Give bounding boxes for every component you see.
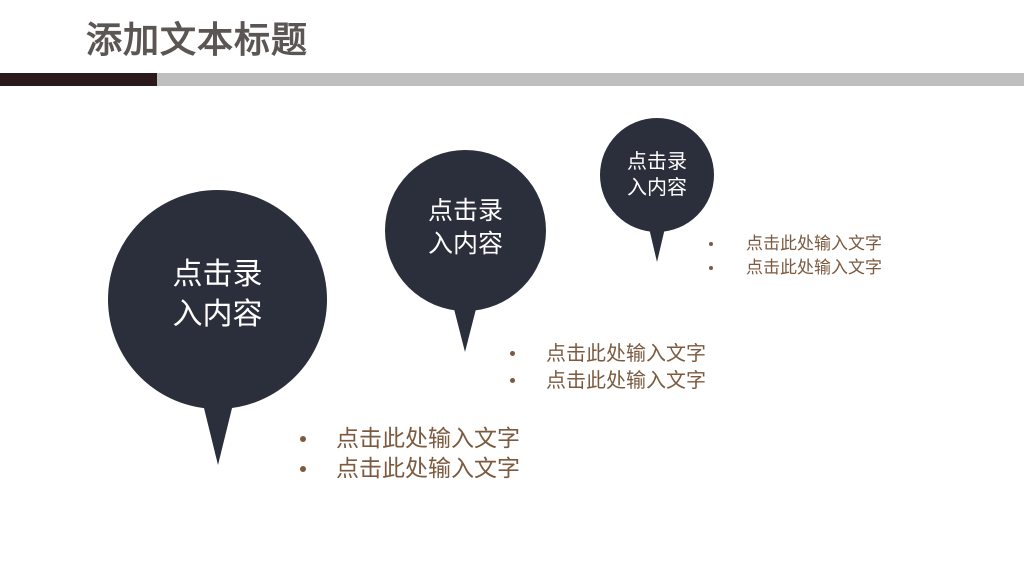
bubble-medium-circle: 点击录 入内容 bbox=[385, 150, 546, 311]
title-underline-bar bbox=[157, 73, 1024, 86]
list-item-text[interactable]: 点击此处输入文字 bbox=[746, 258, 882, 278]
bubble-medium-pointer bbox=[453, 305, 477, 352]
bubble-small-pointer bbox=[649, 228, 665, 262]
bullet-icon bbox=[300, 436, 306, 442]
list-item-text[interactable]: 点击此处输入文字 bbox=[336, 426, 520, 452]
bullet-icon bbox=[510, 351, 515, 356]
list-item-text[interactable]: 点击此处输入文字 bbox=[546, 341, 706, 365]
bullet-icon bbox=[709, 266, 713, 270]
list-item[interactable]: 点击此处输入文字 bbox=[708, 256, 882, 280]
bullet-list-large: 点击此处输入文字 点击此处输入文字 bbox=[298, 424, 520, 484]
bubble-small-circle: 点击录 入内容 bbox=[600, 118, 714, 232]
bubble-small-label[interactable]: 点击录 入内容 bbox=[627, 149, 687, 199]
bubble-large-pointer bbox=[202, 400, 234, 465]
list-item-text[interactable]: 点击此处输入文字 bbox=[746, 234, 882, 254]
list-item[interactable]: 点击此处输入文字 bbox=[298, 424, 520, 454]
bullet-list-small: 点击此处输入文字 点击此处输入文字 bbox=[708, 232, 882, 280]
bubble-large-label[interactable]: 点击录 入内容 bbox=[172, 256, 263, 332]
list-item-text[interactable]: 点击此处输入文字 bbox=[546, 368, 706, 392]
list-item[interactable]: 点击此处输入文字 bbox=[708, 232, 882, 256]
slide-title[interactable]: 添加文本标题 bbox=[86, 20, 309, 61]
list-item[interactable]: 点击此处输入文字 bbox=[509, 367, 706, 394]
bullet-icon bbox=[510, 378, 515, 383]
bubble-medium-label[interactable]: 点击录 入内容 bbox=[427, 195, 503, 258]
bullet-list-medium: 点击此处输入文字 点击此处输入文字 bbox=[509, 340, 706, 394]
title-underline-accent bbox=[0, 73, 157, 86]
list-item-text[interactable]: 点击此处输入文字 bbox=[336, 456, 520, 482]
bullet-icon bbox=[709, 242, 713, 246]
bubble-large-circle: 点击录 入内容 bbox=[108, 190, 327, 409]
bullet-icon bbox=[300, 466, 306, 472]
list-item[interactable]: 点击此处输入文字 bbox=[509, 340, 706, 367]
list-item[interactable]: 点击此处输入文字 bbox=[298, 454, 520, 484]
